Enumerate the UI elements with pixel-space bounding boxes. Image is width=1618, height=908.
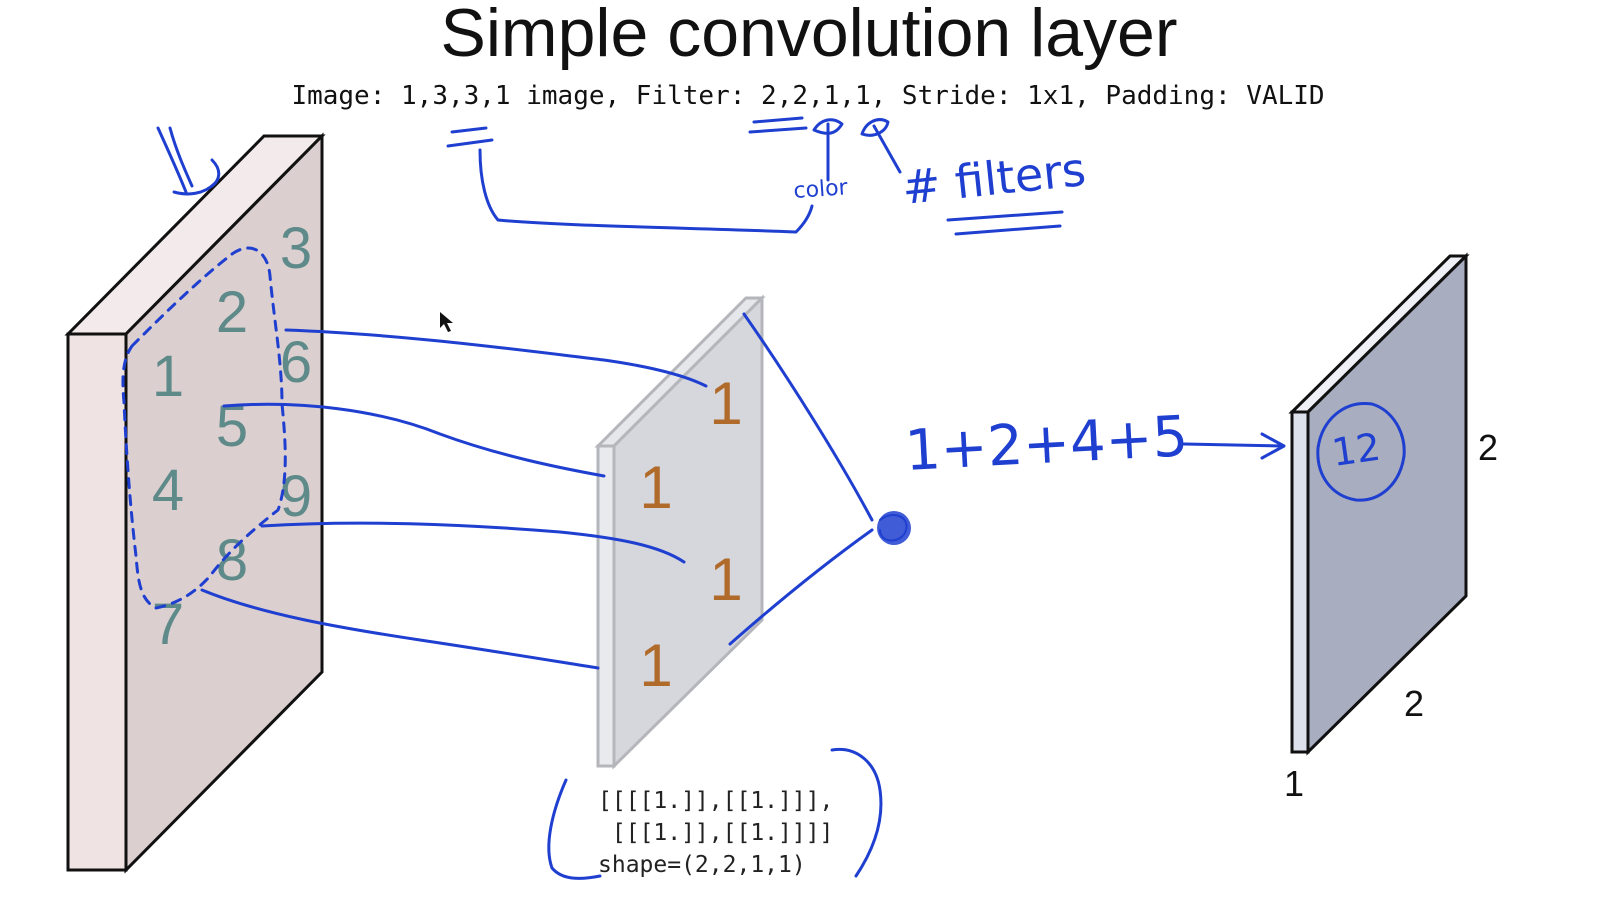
image-side-face	[66, 332, 128, 872]
filter-weight-value: 1	[639, 454, 672, 521]
output-height-label: 2	[1478, 427, 1498, 468]
annotation-sum: 1+2+4+5	[903, 404, 1189, 484]
annotation-filters: # filters	[900, 142, 1089, 215]
filter-code-line: [[[1.]],[[1.]]]]	[598, 820, 833, 846]
subtitle: Image: 1,3,3,1 image, Filter: 2,2,1,1, S…	[291, 81, 1324, 111]
output-front-face	[1306, 252, 1468, 756]
image-pixel-value: 3	[280, 216, 312, 281]
filter-code-line: shape=(2,2,1,1)	[598, 852, 806, 878]
output-depth-label: 1	[1284, 763, 1304, 804]
image-pixel-value: 7	[152, 592, 184, 657]
output-value: 12	[1329, 425, 1383, 475]
image-pixel-value: 6	[280, 330, 312, 395]
output-block: 2 2 1	[1284, 252, 1498, 804]
filter-weight-value: 1	[709, 370, 742, 437]
filter-weight-value: 1	[639, 632, 672, 699]
image-pixel-value: 1	[152, 344, 184, 409]
filter-side-face	[596, 444, 616, 768]
filter-code: [[[[1.]],[[1.]]], [[[1.]],[[1.]]]] shape…	[598, 788, 833, 878]
output-width-label: 2	[1404, 683, 1424, 724]
filter-front-face	[612, 294, 764, 770]
image-pixel-value: 8	[216, 528, 248, 593]
annotation-color: color	[793, 175, 850, 204]
image-pixel-value: 2	[216, 280, 248, 345]
output-side-face	[1290, 410, 1310, 754]
image-front-face	[124, 132, 324, 874]
mouse-cursor-icon	[440, 312, 453, 332]
filter-code-line: [[[[1.]],[[1.]]],	[598, 788, 833, 814]
image-pixel-value: 4	[152, 458, 184, 523]
filter-weight-value: 1	[709, 546, 742, 613]
page-title: Simple convolution layer	[440, 0, 1177, 71]
